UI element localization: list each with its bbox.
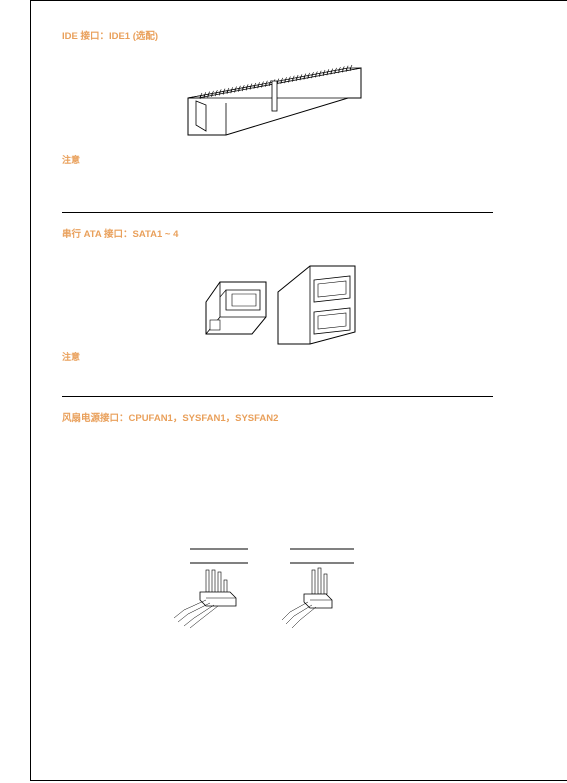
fan-connector-illustration-right bbox=[281, 548, 354, 629]
section-divider bbox=[62, 396, 493, 397]
sata-connector-illustration bbox=[205, 265, 356, 345]
sata-note-label: 注意 bbox=[62, 352, 81, 362]
ide-connector-illustration bbox=[187, 64, 362, 136]
fan-heading: 风扇电源接口：CPUFAN1，SYSFAN1，SYSFAN2 bbox=[62, 413, 279, 424]
ide-note-label: 注意 bbox=[62, 155, 81, 165]
sata-dual-connector bbox=[277, 265, 356, 345]
fan-connector-illustration-left bbox=[173, 548, 248, 629]
sata-single-connector bbox=[205, 281, 267, 335]
page-frame bbox=[30, 0, 567, 781]
ide-heading: IDE 接口：IDE1 (选配) bbox=[62, 31, 159, 42]
sata-heading: 串行 ATA 接口：SATA1 ~ 4 bbox=[62, 229, 179, 240]
section-divider bbox=[62, 212, 493, 213]
